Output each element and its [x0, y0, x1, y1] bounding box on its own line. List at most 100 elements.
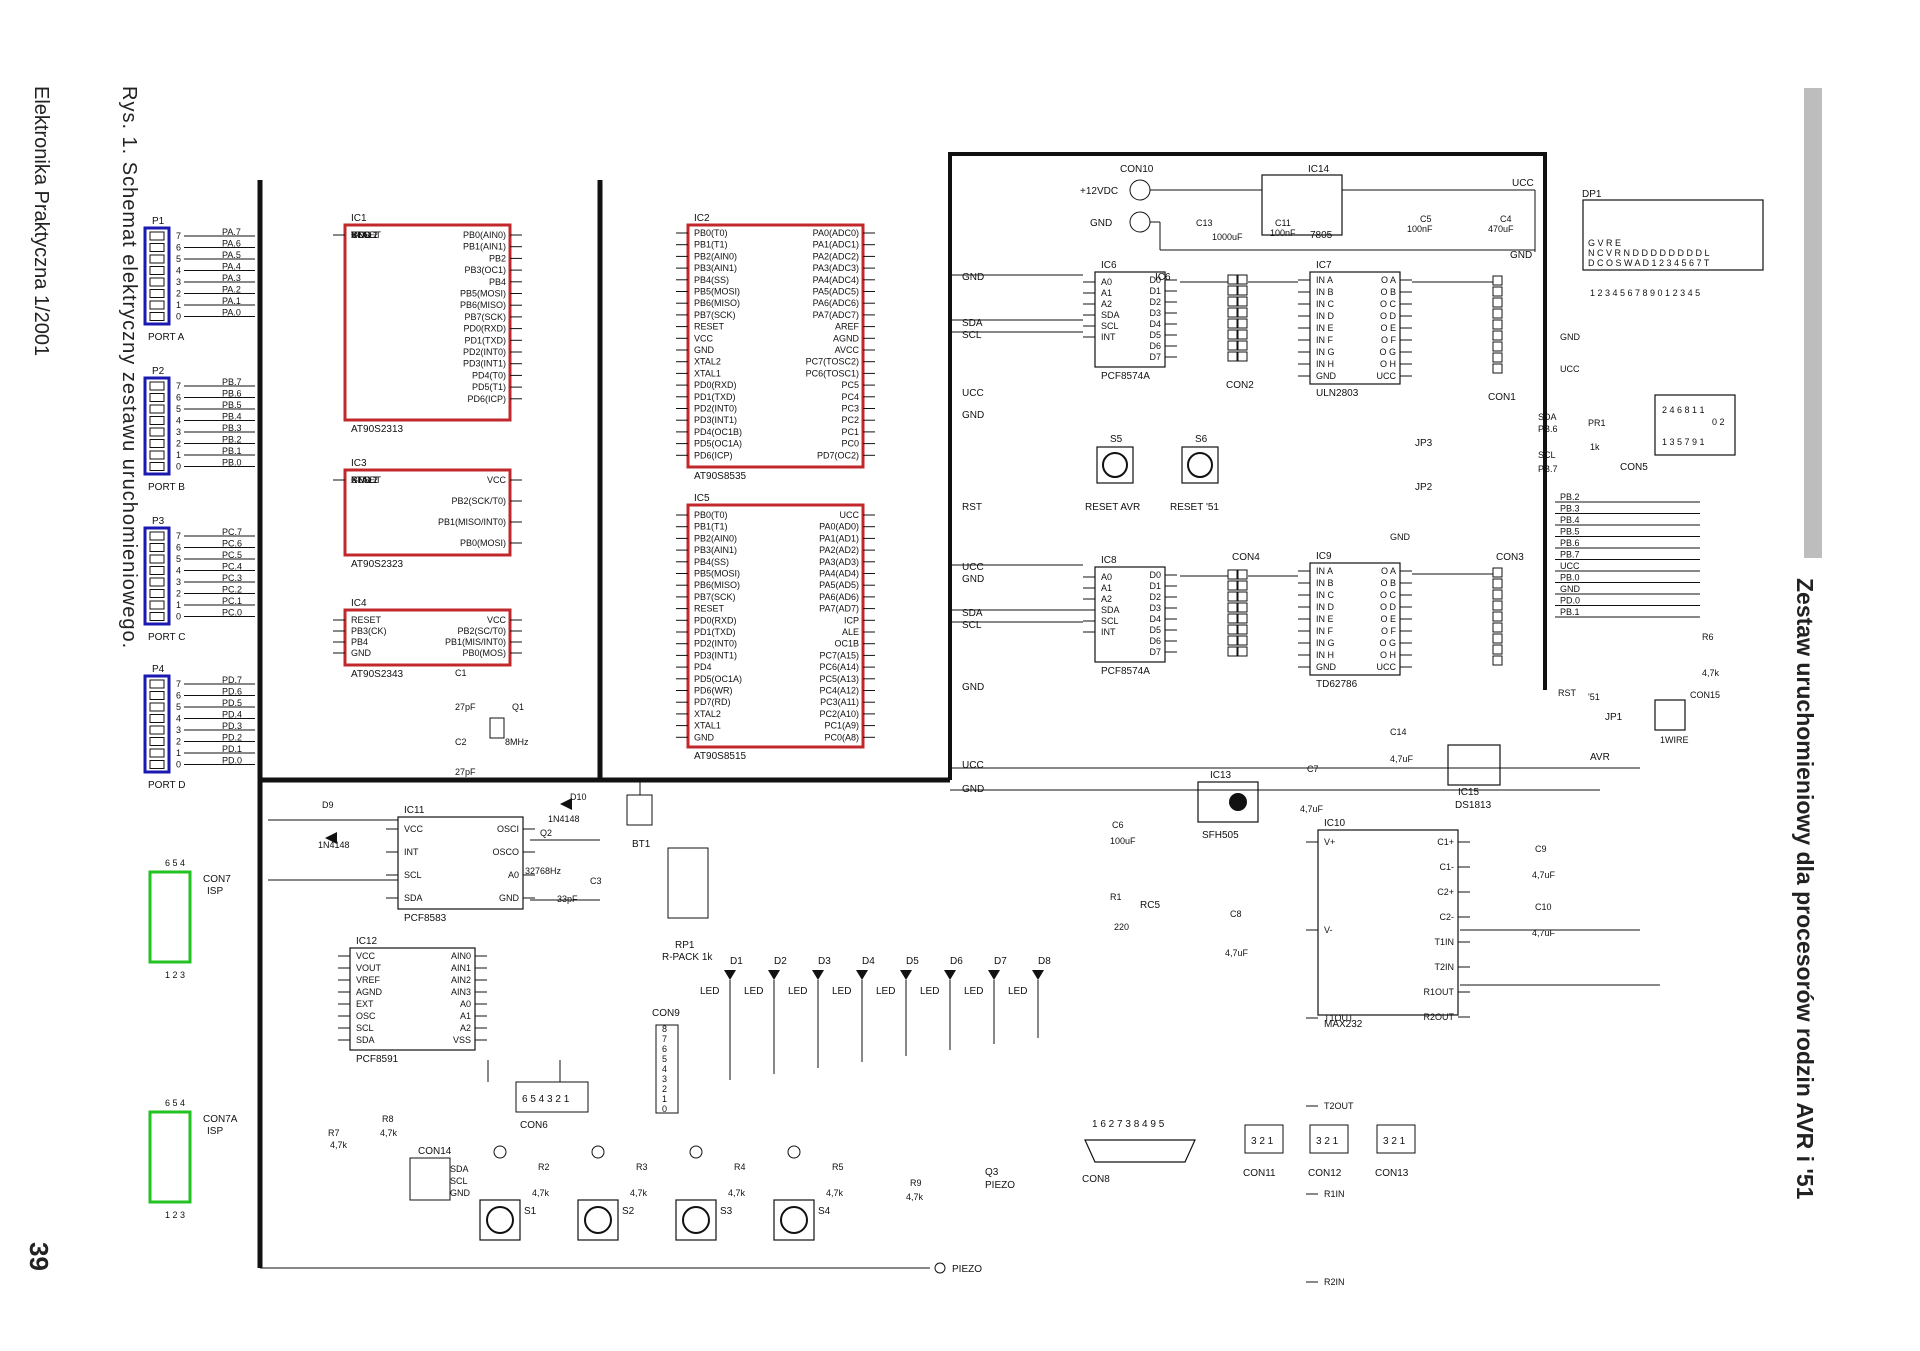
- ic-pin-label: V+: [1324, 837, 1335, 847]
- header-pin: [149, 312, 165, 321]
- ic-pin-label: O F: [1381, 335, 1397, 345]
- ic-pin-label: C1-: [1439, 862, 1454, 872]
- con4-pin: [1237, 580, 1248, 591]
- ic-pin-label: PD5(OC1A): [694, 439, 742, 449]
- con1-pin: [1492, 297, 1503, 308]
- ic-pin-label: PB3(AIN1): [694, 263, 737, 273]
- ic-pin-label: EXT: [356, 999, 374, 1009]
- ic-pin-label: IN F: [1316, 335, 1334, 345]
- dp1-pins: 1 2 3 4 5 6 7 8 9 0 1 2 3 4 5: [1590, 288, 1700, 298]
- ic15-ref: IC15: [1458, 787, 1480, 798]
- ic-pin-label: PB2(SCK/T0): [451, 496, 506, 506]
- ic-pin-label: PA1(AD1): [819, 533, 859, 543]
- battery-label: BT1: [632, 839, 651, 850]
- con2-pin: [1237, 340, 1248, 351]
- dp1-text: D C O S W A D 1 2 3 4 5 6 7 T: [1588, 258, 1710, 268]
- port-signal: PA.5: [222, 250, 241, 260]
- page-edge-bar: [1804, 88, 1822, 558]
- button-ref: S4: [818, 1206, 831, 1217]
- header-pin: [149, 254, 165, 264]
- con9-pin: 7: [662, 1034, 667, 1044]
- ic-pin-label: IN E: [1316, 614, 1334, 624]
- header-pin: [149, 589, 165, 598]
- con-label: CON11: [1243, 1168, 1276, 1179]
- pin-number: 4: [176, 714, 181, 724]
- bus-frame: [257, 152, 1547, 1268]
- ic2-at90s8535-part: AT90S8535: [694, 471, 747, 482]
- switch-ref: S5: [1110, 434, 1123, 445]
- isp-connector-1: [148, 1110, 192, 1204]
- header-pin: [149, 702, 165, 712]
- net-label: GND: [1560, 584, 1581, 594]
- ic-pin-label: D7: [1149, 647, 1161, 657]
- ic-pin-label: SCL: [356, 1023, 374, 1033]
- ic-pin-label: INT: [1101, 627, 1116, 637]
- ic-pin-label: PC7(TOSC2): [806, 357, 859, 367]
- ic-pin-label: R1IN: [1324, 1189, 1345, 1199]
- ic-pin-label: PD5(T1): [472, 382, 506, 392]
- con6-label: CON6: [520, 1120, 548, 1131]
- r6-value: 4,7k: [1702, 668, 1720, 678]
- button-ref: S1: [524, 1206, 537, 1217]
- ic-pin-label: C1+: [1437, 837, 1454, 847]
- pin-number: 6: [176, 543, 181, 553]
- dummy: IC6: [1155, 272, 1171, 283]
- con3-pin: [1492, 644, 1503, 655]
- jp1-label: JP1: [1605, 712, 1623, 723]
- rp1-rpack: [667, 847, 709, 919]
- res-value: 4,7k: [728, 1188, 746, 1198]
- pin-number: 2: [176, 439, 181, 449]
- con3-pin: [1492, 622, 1503, 633]
- pin-number: 0: [176, 760, 181, 770]
- pin-number: 0: [176, 612, 181, 622]
- ic-pin-label: PD6(ICP): [694, 450, 733, 460]
- con10-terminal: [1129, 179, 1151, 201]
- ic8-pcf8574a-part: PCF8574A: [1101, 666, 1150, 677]
- reset-switch-1: [1181, 446, 1219, 484]
- cap-value: 4,7uF: [1225, 948, 1249, 958]
- ic4-at90s2343: [343, 608, 512, 667]
- ic-pin-label: D0: [1149, 275, 1161, 285]
- ic-pin-label: D2: [1149, 297, 1161, 307]
- ic8-pcf8574a-ref: IC8: [1101, 555, 1117, 566]
- ic-pin-label: PD2(INT0): [463, 347, 506, 357]
- net-label: PB.4: [1560, 515, 1580, 525]
- con12-header: [1309, 1124, 1349, 1154]
- ic-pin-label: D7: [1149, 352, 1161, 362]
- con9-pin: 4: [662, 1064, 667, 1074]
- ic-pin-label: PC1: [841, 427, 859, 437]
- con4-pin: [1227, 569, 1238, 580]
- res-ref: R2: [538, 1162, 550, 1172]
- con8-label: CON8: [1082, 1174, 1110, 1185]
- con2-pin: [1227, 329, 1238, 340]
- ic-pin-label: RESET: [351, 475, 382, 485]
- ic-pin-label: SDA: [404, 893, 423, 903]
- cap-ref: C4: [1500, 214, 1512, 224]
- header-pin: [149, 231, 165, 241]
- port-signal: PC.7: [222, 527, 242, 537]
- ic-pin-label: PB0(MOS): [462, 648, 506, 658]
- ic-pin-label: PA7(AD7): [819, 604, 859, 614]
- ic-pin-label: O A: [1381, 566, 1396, 576]
- pin-number: 6: [176, 691, 181, 701]
- port-signal: PD.7: [222, 675, 242, 685]
- ic12-pcf8591-part: PCF8591: [356, 1054, 399, 1065]
- ic-pin-label: IN H: [1316, 359, 1334, 369]
- port-signal: PA.4: [222, 262, 241, 272]
- ic-pin-label: R2IN: [1324, 1277, 1345, 1287]
- button-ref: S3: [720, 1206, 733, 1217]
- con13-header: [1376, 1124, 1416, 1154]
- ic-pin-label: PD5(OC1A): [694, 674, 742, 684]
- port-ref: P3: [152, 516, 165, 527]
- cap-ref: C7: [1307, 764, 1319, 774]
- con2-pin: [1227, 318, 1238, 329]
- port-ref: P4: [152, 664, 165, 675]
- button-pad: [787, 1145, 801, 1159]
- res-ref: R1: [1110, 892, 1122, 902]
- reset-switch-0: [1096, 446, 1134, 484]
- header-pin: [149, 243, 165, 252]
- ic-pin-label: IN A: [1316, 275, 1333, 285]
- ic2-at90s8535-ref: IC2: [694, 213, 710, 224]
- con3-pin: [1492, 578, 1503, 589]
- net-label: GND: [1390, 532, 1411, 542]
